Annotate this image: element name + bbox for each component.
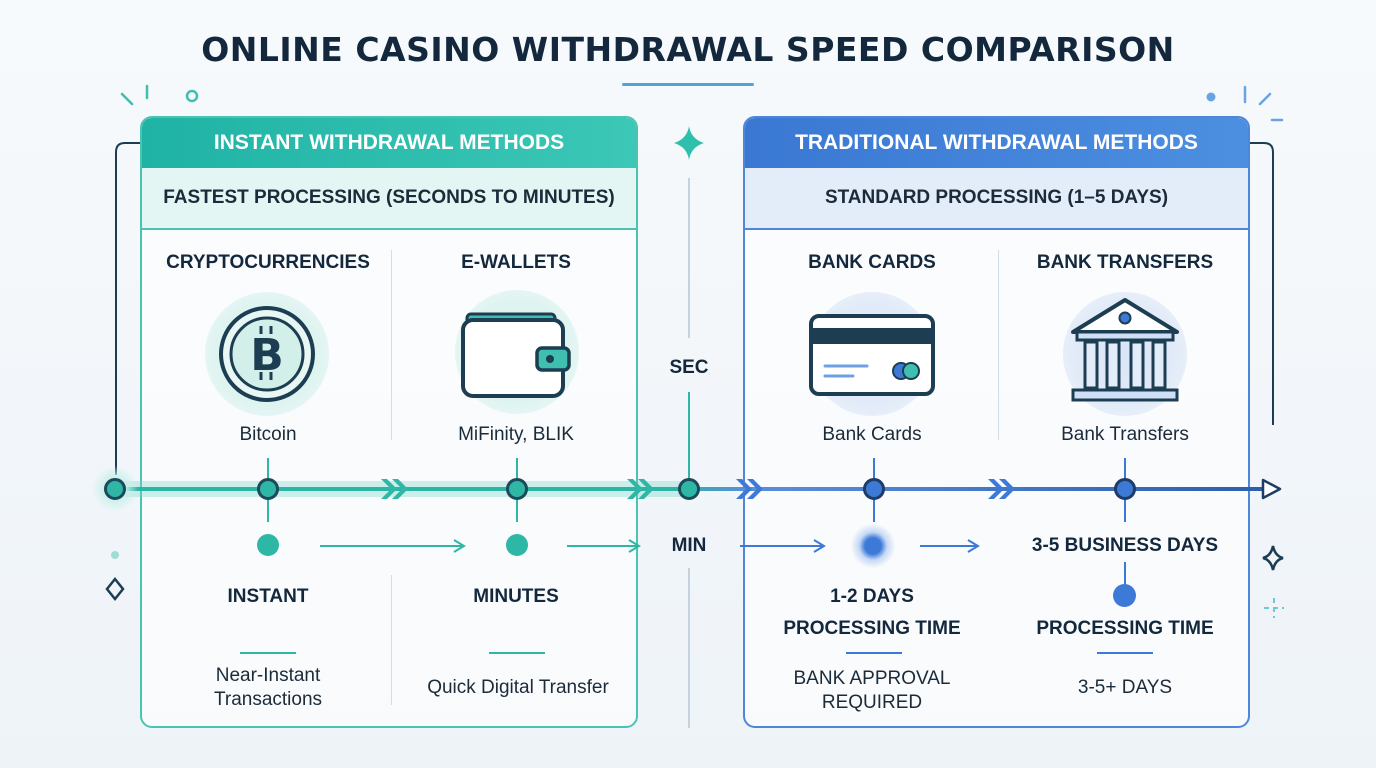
instant-methods-subheader: FASTEST PROCESSING (SECONDS TO MINUTES) <box>142 168 636 230</box>
arrow-right-icon <box>320 539 466 553</box>
timeline-node-bank-cards <box>863 478 885 500</box>
separator-rule <box>240 652 296 654</box>
right-bracket-line <box>1249 142 1274 425</box>
speed-dot <box>257 534 279 556</box>
ewallet-description: Quick Digital Transfer <box>427 677 609 698</box>
timeline-node-bank-transfers <box>1114 478 1136 500</box>
bank-transfers-description: 3-5+ DAYS <box>1077 677 1173 698</box>
page-title: ONLINE CASINO WITHDRAWAL SPEED COMPARISO… <box>201 30 1175 69</box>
crypto-column-title: CRYPTOCURRENCIES <box>166 252 370 273</box>
bank-transfers-speed-label: 3-5 BUSINESS DAYS <box>1031 535 1219 556</box>
speed-dot <box>506 534 528 556</box>
separator-rule <box>1097 652 1153 654</box>
column-divider <box>391 575 392 705</box>
timeline-node-ewallet <box>506 478 528 500</box>
traditional-methods-header: TRADITIONAL WITHDRAWAL METHODS <box>745 118 1248 168</box>
timeline-arrow-head-icon <box>1261 478 1282 500</box>
credit-card-icon <box>809 314 935 396</box>
center-divider-bottom <box>688 568 690 728</box>
crypto-description-line2: Transactions <box>213 689 323 710</box>
chevron-right-icon <box>627 479 654 499</box>
bank-building-icon <box>1071 298 1179 402</box>
title-underline <box>622 83 754 86</box>
speed-stem <box>1124 562 1126 586</box>
timeline-start-node <box>104 478 126 500</box>
chevron-right-icon <box>988 479 1015 499</box>
timeline-node-crypto <box>257 478 279 500</box>
bitcoin-icon: B <box>219 306 315 402</box>
sparkle-decor-right <box>1262 545 1284 618</box>
speed-dot <box>1113 584 1136 607</box>
center-stem <box>688 392 690 488</box>
timeline-stem <box>267 458 269 488</box>
timeline-stem <box>1124 458 1126 488</box>
bank-cards-column-title: BANK CARDS <box>808 252 936 273</box>
center-divider-top <box>688 178 690 338</box>
sec-label: SEC <box>669 357 709 378</box>
timeline-stem <box>1124 498 1126 522</box>
bank-cards-description-line1: BANK APPROVAL <box>793 668 951 689</box>
traditional-methods-panel: TRADITIONAL WITHDRAWAL METHODS STANDARD … <box>743 116 1250 728</box>
traditional-methods-subheader: STANDARD PROCESSING (1–5 DAYS) <box>745 168 1248 230</box>
ewallet-label: MiFinity, BLIK <box>458 424 574 445</box>
timeline-stem <box>267 498 269 522</box>
wallet-icon <box>461 312 571 398</box>
sparkle-decor-top-left <box>120 84 199 106</box>
bank-cards-speed-label: 1-2 DAYS <box>830 586 914 607</box>
crypto-speed-label: INSTANT <box>227 586 309 607</box>
star-icon <box>674 126 704 160</box>
timeline-node-center <box>678 478 700 500</box>
ewallet-column-title: E-WALLETS <box>461 252 571 273</box>
instant-methods-header: INSTANT WITHDRAWAL METHODS <box>142 118 636 168</box>
bank-transfers-column-title: BANK TRANSFERS <box>1036 252 1214 273</box>
timeline-stem <box>516 458 518 488</box>
sparkle-decor-top-right <box>1206 85 1284 122</box>
bank-cards-description-line2: REQUIRED <box>821 692 923 713</box>
arrow-right-icon <box>567 539 641 553</box>
separator-rule <box>846 652 902 654</box>
bank-cards-processing-label: PROCESSING TIME <box>783 618 961 639</box>
speed-dot <box>851 524 895 568</box>
bank-transfers-processing-label: PROCESSING TIME <box>1036 618 1214 639</box>
timeline-stem <box>873 498 875 522</box>
column-divider <box>391 250 392 440</box>
chevron-right-icon <box>381 479 408 499</box>
instant-methods-panel: INSTANT WITHDRAWAL METHODS FASTEST PROCE… <box>140 116 638 728</box>
min-label: MIN <box>671 535 707 556</box>
left-bracket-line <box>115 142 140 475</box>
svg-text:B: B <box>250 330 284 381</box>
column-divider <box>998 250 999 440</box>
crypto-description-line1: Near-Instant <box>215 665 321 686</box>
ewallet-speed-label: MINUTES <box>473 586 559 607</box>
arrow-right-icon <box>920 539 980 553</box>
arrow-right-icon <box>740 539 826 553</box>
bank-transfers-label: Bank Transfers <box>1061 424 1189 445</box>
timeline-stem <box>516 498 518 522</box>
bitcoin-label: Bitcoin <box>239 424 297 445</box>
chevron-right-icon <box>736 479 763 499</box>
timeline-stem <box>873 458 875 488</box>
bank-cards-label: Bank Cards <box>822 424 922 445</box>
separator-rule <box>489 652 545 654</box>
sparkle-decor-left <box>105 551 125 602</box>
